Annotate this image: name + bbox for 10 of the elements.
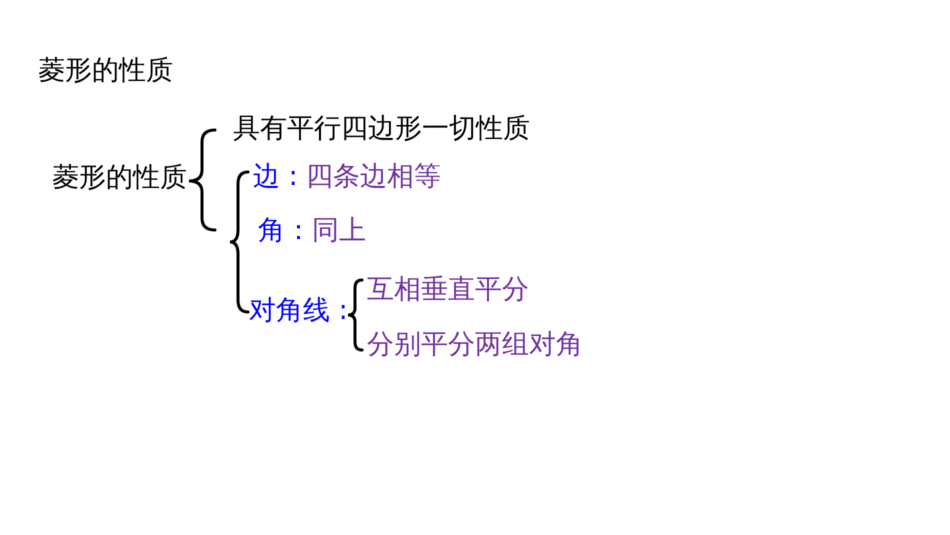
category-label: 边 : xyxy=(253,162,298,192)
topic-label: 菱形的性质 xyxy=(52,163,187,193)
heading: 菱形的性质 xyxy=(38,56,173,86)
category-label: 角： xyxy=(258,216,312,246)
property-text: 同上 xyxy=(312,216,366,246)
property-text: 互相垂直平分 xyxy=(367,275,529,305)
property-text: 分别平分两组对角 xyxy=(367,330,583,360)
property-text: 四条边相等 xyxy=(306,162,441,192)
property-text: 具有平行四边形一切性质 xyxy=(233,114,530,144)
category-label: 对角线 : xyxy=(249,296,348,326)
